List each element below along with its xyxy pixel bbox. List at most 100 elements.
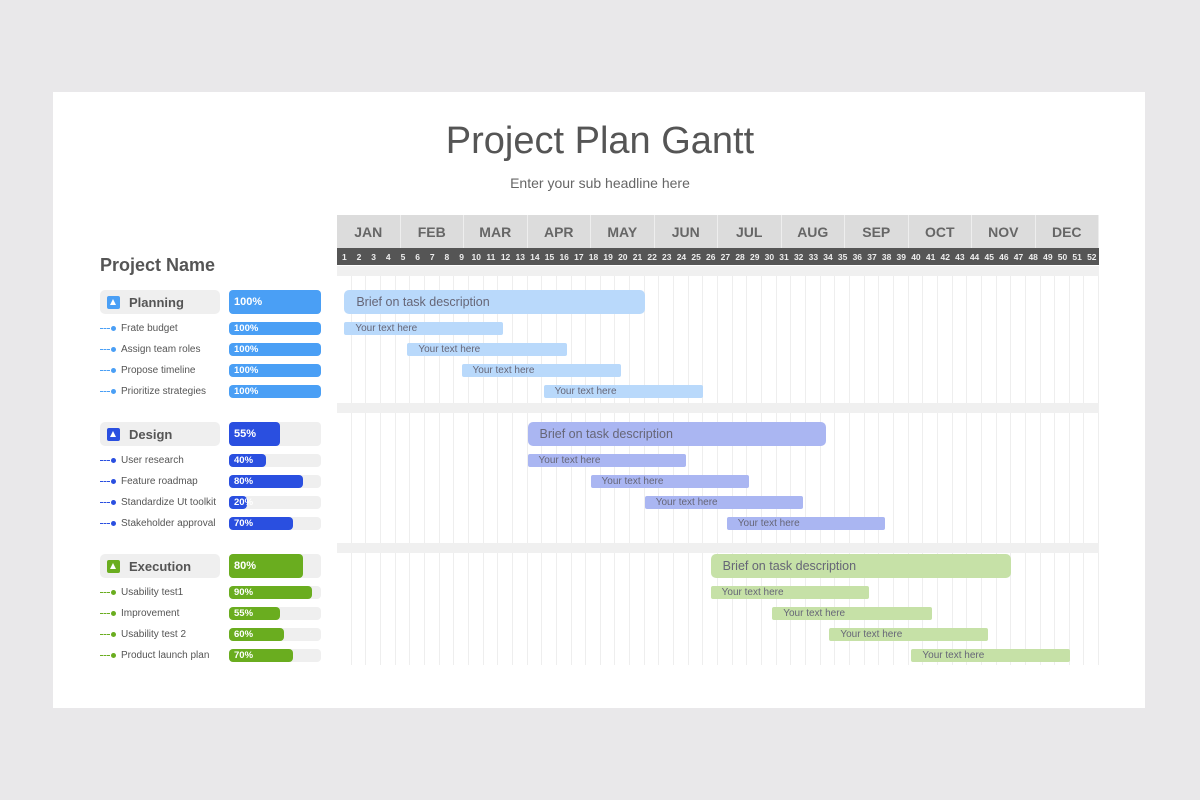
week-label: 43 — [955, 251, 965, 262]
week-label: 39 — [896, 251, 906, 262]
task-progress-bar: 40% — [229, 454, 321, 467]
connector-line — [100, 328, 110, 329]
bullet-icon — [111, 500, 116, 505]
task-progress-fill: 70% — [229, 517, 294, 530]
task-progress-fill: 60% — [229, 628, 285, 641]
week-label: 36 — [852, 251, 863, 262]
task-name: Usability test 2 — [121, 629, 187, 640]
task-label: Stakeholder approval — [100, 517, 216, 530]
week-label: 12 — [500, 251, 511, 262]
triangle-icon — [107, 559, 120, 573]
week-label: 16 — [559, 251, 569, 262]
week-label: 42 — [940, 251, 950, 262]
task-progress-fill: 55% — [229, 607, 280, 620]
week-label: 5 — [400, 251, 406, 262]
task-bar[interactable]: Your text here — [710, 586, 869, 599]
grid-column — [791, 266, 806, 665]
week-label: 38 — [881, 251, 892, 262]
task-name: User research — [121, 455, 184, 466]
task-bar[interactable]: Your text here — [461, 364, 622, 377]
month-label: SEP — [845, 215, 909, 248]
task-progress-fill: 90% — [229, 586, 312, 599]
week-label: 45 — [984, 251, 994, 262]
task-progress-fill: 100% — [229, 322, 321, 335]
task-label: Feature roadmap — [100, 475, 198, 488]
bullet-icon — [111, 458, 116, 463]
task-progress-fill: 20% — [229, 496, 253, 509]
task-progress-bar: 60% — [229, 628, 321, 641]
task-bar[interactable]: Your text here — [527, 454, 686, 467]
bullet-icon — [111, 590, 116, 595]
week-label: 2 — [356, 251, 362, 262]
task-bar[interactable]: Your text here — [543, 385, 704, 398]
phase-execution[interactable]: Execution — [100, 554, 220, 578]
task-bar[interactable]: Your text here — [772, 607, 932, 620]
grid-column — [1084, 266, 1100, 665]
grid-column — [352, 266, 367, 665]
grid-column — [484, 266, 499, 665]
task-bar[interactable]: Your text here — [407, 343, 568, 356]
grid-column — [718, 266, 733, 665]
connector-line — [100, 349, 110, 350]
grid-column — [689, 266, 704, 665]
summary-bar[interactable]: Brief on task description — [527, 422, 827, 446]
week-label: 22 — [647, 251, 657, 262]
grid-column — [894, 266, 909, 665]
task-bar[interactable]: Your text here — [911, 649, 1070, 662]
task-progress-bar: 55% — [229, 607, 321, 620]
task-progress-fill: 100% — [229, 385, 321, 398]
task-bar[interactable]: Your text here — [829, 628, 988, 641]
task-bar[interactable]: Your text here — [644, 496, 803, 509]
week-label: 11 — [486, 251, 496, 262]
task-progress-fill: 70% — [229, 649, 294, 662]
week-label: 6 — [415, 251, 420, 262]
month-label: OCT — [909, 215, 972, 248]
grid-column — [1041, 266, 1056, 665]
week-label: 14 — [530, 251, 540, 262]
phase-progress-fill: 55% — [229, 422, 280, 446]
grid-column — [366, 266, 381, 665]
grid-column — [938, 266, 953, 665]
grid-column — [703, 266, 719, 665]
task-progress-fill: 80% — [229, 475, 303, 488]
week-label: 28 — [735, 251, 745, 262]
week-label: 10 — [471, 251, 481, 262]
task-bar[interactable]: Your text here — [590, 475, 749, 488]
week-label: 50 — [1057, 251, 1068, 262]
week-label: 19 — [603, 251, 613, 262]
month-label: AUG — [782, 215, 845, 248]
grid-column — [777, 266, 792, 665]
phase-progress-bar: 80% — [229, 554, 321, 578]
task-label: Propose timeline — [100, 364, 195, 377]
grid-column — [1011, 266, 1026, 665]
week-label: 37 — [867, 251, 877, 262]
task-name: Product launch plan — [121, 650, 210, 661]
week-label: 48 — [1028, 251, 1038, 262]
grid-column — [762, 266, 777, 665]
week-label: 44 — [969, 251, 980, 262]
month-label: APR — [528, 215, 591, 248]
connector-line — [100, 523, 110, 524]
task-progress-fill: 40% — [229, 454, 266, 467]
phase-name: Planning — [129, 294, 184, 310]
month-label: DEC — [1036, 215, 1099, 248]
week-label: 21 — [632, 251, 643, 262]
task-name: Stakeholder approval — [121, 518, 216, 529]
grid-column — [425, 266, 440, 665]
task-bar[interactable]: Your text here — [726, 517, 886, 530]
task-progress-bar: 100% — [229, 364, 321, 377]
phase-progress-fill: 80% — [229, 554, 303, 578]
week-label: 18 — [588, 251, 599, 262]
grid-column — [513, 266, 528, 665]
grid-column — [381, 266, 396, 665]
phase-planning[interactable]: Planning — [100, 290, 220, 314]
summary-bar[interactable]: Brief on task description — [710, 554, 1012, 578]
grid-column — [997, 266, 1012, 665]
task-bar[interactable]: Your text here — [344, 322, 503, 335]
page-title: Project Plan Gantt — [445, 120, 755, 162]
connector-line — [100, 460, 110, 461]
phase-design[interactable]: Design — [100, 422, 220, 446]
grid-column — [337, 266, 352, 665]
grid-column — [909, 266, 924, 665]
summary-bar[interactable]: Brief on task description — [344, 290, 645, 314]
